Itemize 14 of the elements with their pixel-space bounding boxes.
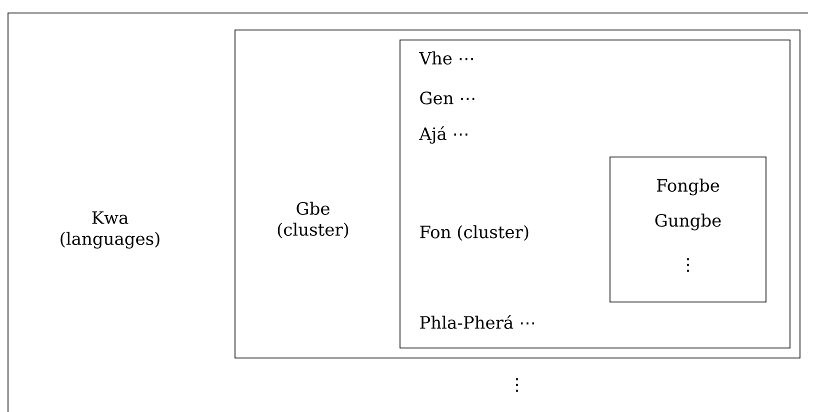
box bbox=[234, 30, 800, 358]
node-text: Kwa (languages) bbox=[60, 211, 160, 249]
box bbox=[400, 40, 790, 348]
node-text: Gen ⋯ bbox=[420, 92, 474, 104]
node-text: Fongbe bbox=[657, 178, 720, 196]
node-text: Ajá ⋯ bbox=[419, 126, 468, 144]
node-text: Fon (cluster) bbox=[420, 225, 528, 241]
node-text: Phla-Pherá ⋯ bbox=[420, 315, 534, 329]
box bbox=[420, 156, 766, 302]
node-text: Gbe (cluster) bbox=[278, 202, 348, 238]
node-text: ⋮ bbox=[687, 258, 689, 272]
node-text: Gungbe bbox=[655, 214, 721, 230]
node-text: Vhe ⋯ bbox=[419, 51, 473, 65]
ellipsis: ⋮ bbox=[516, 378, 518, 392]
